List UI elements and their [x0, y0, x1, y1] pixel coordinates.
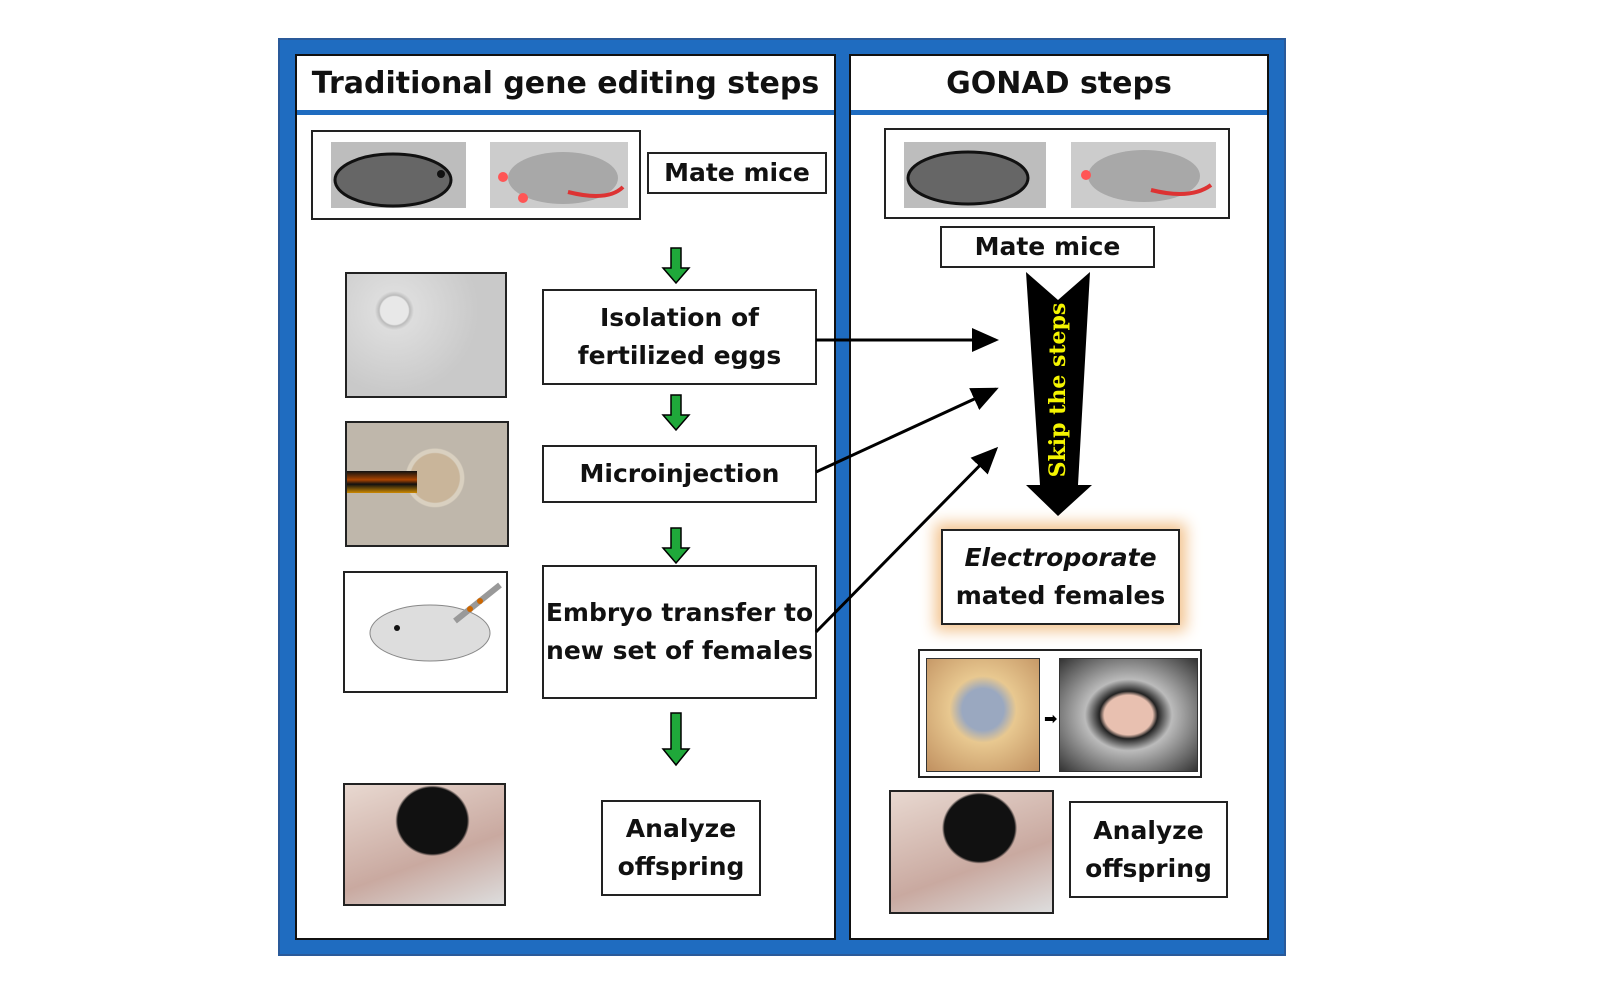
step-mate-mice: Mate mice — [647, 152, 827, 194]
step-electroporate: Electroporate mated females — [941, 529, 1180, 625]
skip-steps-label: Skip the steps — [1045, 302, 1071, 478]
needle — [347, 471, 417, 493]
skip-arrow-lines — [814, 328, 999, 634]
arrow-right-icon: ➡ — [1044, 709, 1058, 728]
step-analyze-offspring: Analyze offspring — [601, 800, 761, 896]
mice-drawing — [904, 142, 1216, 208]
mouse-icon — [369, 582, 502, 662]
mice-drawing — [331, 142, 628, 208]
mated-females-label: mated females — [955, 581, 1166, 610]
down-arrow-3 — [661, 527, 691, 565]
arrow-skip-embryo-transfer — [814, 446, 999, 634]
down-arrow-1 — [661, 247, 691, 285]
mice-pair-image — [311, 130, 641, 220]
microinjection-photo — [345, 421, 509, 547]
step-isolation: Isolation of fertilized eggs — [542, 289, 817, 385]
offspring-photo — [343, 783, 506, 906]
gonad-step-mate-mice: Mate mice — [940, 226, 1155, 268]
down-arrow-4 — [661, 712, 691, 767]
step-microinjection: Microinjection — [542, 445, 817, 503]
skip-big-arrow — [1026, 272, 1092, 516]
step-embryo-transfer: Embryo transfer to new set of females — [542, 565, 817, 699]
embryo-transfer-mouse-drawing — [343, 571, 508, 693]
electroporation-photos: ➡ — [918, 649, 1202, 778]
gonad-title: GONAD steps — [851, 56, 1267, 115]
gonad-mice-pair-image — [884, 128, 1230, 219]
oviduct-photo — [926, 658, 1040, 772]
down-arrow-2 — [661, 394, 691, 432]
fertilized-eggs-photo — [345, 272, 507, 398]
gonad-offspring-photo — [889, 790, 1054, 914]
arrow-skip-microinjection — [815, 387, 999, 474]
electroporate-label: Electroporate — [964, 543, 1157, 572]
gonad-step-analyze-offspring: Analyze offspring — [1069, 801, 1228, 898]
electrode-photo — [1059, 658, 1198, 772]
traditional-title: Traditional gene editing steps — [297, 56, 834, 115]
